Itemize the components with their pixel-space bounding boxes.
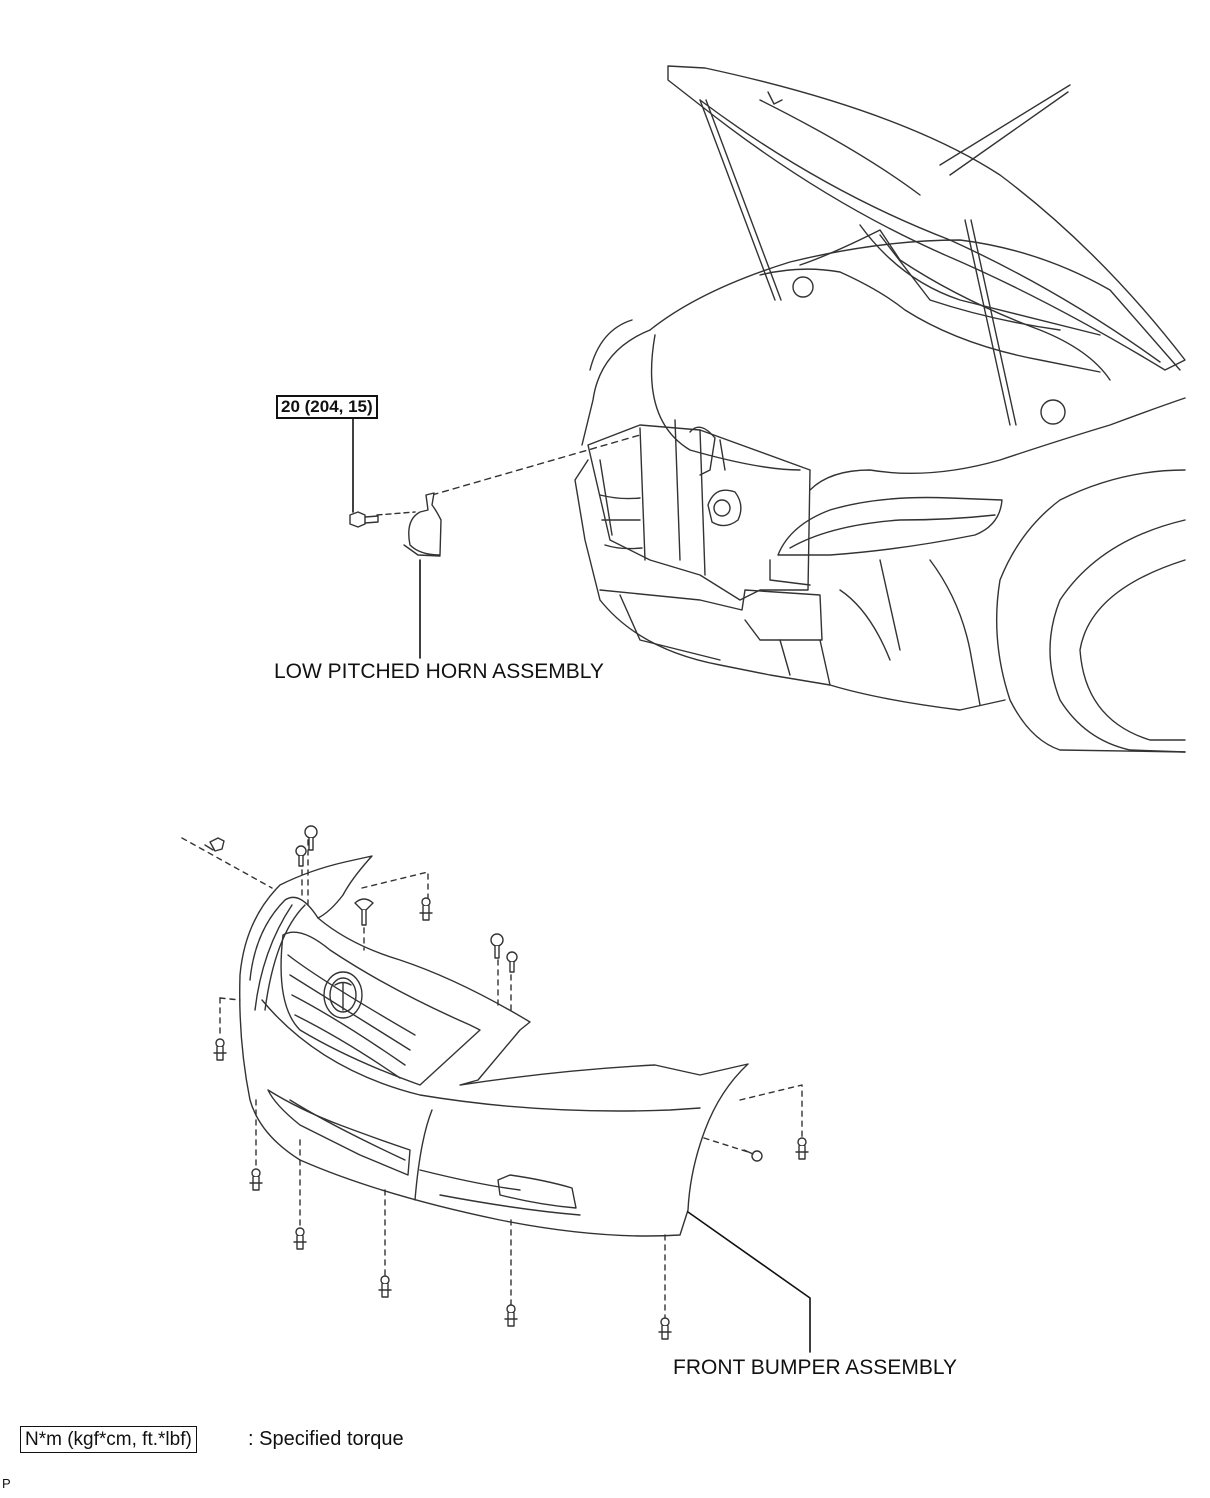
vehicle-front-illustration <box>574 65 1186 753</box>
horn-exploded-group <box>349 413 641 659</box>
torque-spec-box: 20 (204, 15) <box>276 395 378 419</box>
screw-icon <box>293 1227 307 1250</box>
clip-icon <box>490 933 504 959</box>
clip-icon <box>506 951 518 973</box>
clip-icon <box>295 845 307 867</box>
screw-icon <box>213 1038 227 1061</box>
clip-icon <box>743 1149 763 1162</box>
front-bumper-illustration <box>239 855 749 1237</box>
clip-icon <box>204 837 225 852</box>
horn-bolt-icon <box>349 511 379 528</box>
screw-icon <box>795 1137 809 1160</box>
screw-icon <box>378 1275 392 1298</box>
horn-assembly-label: LOW PITCHED HORN ASSEMBLY <box>274 660 604 683</box>
clip-icon <box>419 897 433 921</box>
screw-icon <box>504 1304 518 1327</box>
horn-icon <box>403 492 442 557</box>
screw-icon <box>658 1317 672 1340</box>
screw-icon <box>249 1168 263 1191</box>
clip-icon <box>304 825 318 851</box>
bumper-fastener-guide-lines <box>181 837 803 1319</box>
clip-icon <box>354 898 374 926</box>
torque-legend-text: : Specified torque <box>248 1428 404 1450</box>
bumper-fasteners <box>204 825 809 1340</box>
bumper-assembly-label: FRONT BUMPER ASSEMBLY <box>673 1356 957 1379</box>
corner-mark: P <box>2 1476 11 1491</box>
bumper-leader-line <box>687 1211 811 1353</box>
torque-unit-legend-box: N*m (kgf*cm, ft.*lbf) <box>20 1426 197 1453</box>
